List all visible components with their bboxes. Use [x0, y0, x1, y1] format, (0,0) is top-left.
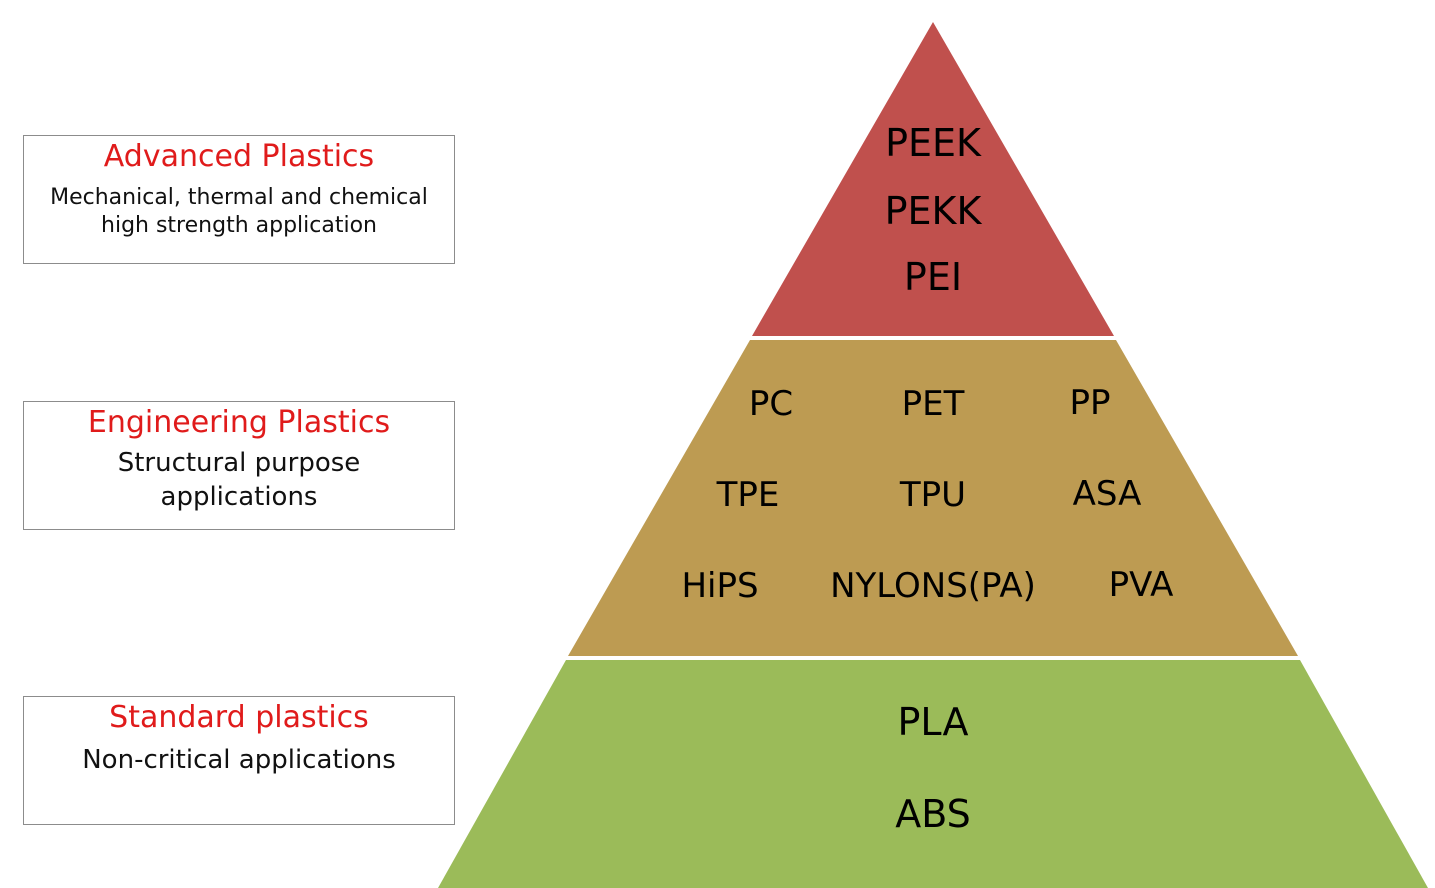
material-label: HiPS — [681, 566, 758, 606]
level-description-engineering-line-2: applications — [160, 482, 318, 512]
material-label: TPU — [899, 475, 966, 515]
level-box-standard: Standard plastics Non-critical applicati… — [23, 696, 455, 825]
level-description-advanced: Mechanical, thermal and chemical high st… — [24, 184, 454, 240]
level-description-advanced-line-1: Mechanical, thermal and chemical — [50, 185, 428, 210]
level-description-standard: Non-critical applications — [24, 743, 454, 777]
material-label: PET — [902, 384, 965, 424]
level-description-engineering: Structural purpose applications — [24, 446, 454, 514]
pyramid-tier-advanced — [752, 22, 1114, 336]
level-box-engineering: Engineering Plastics Structural purpose … — [23, 401, 455, 530]
level-description-advanced-line-2: high strength application — [101, 213, 377, 238]
level-description-standard-line-1: Non-critical applications — [82, 745, 396, 775]
material-label: PC — [749, 384, 793, 424]
level-title-engineering: Engineering Plastics — [87, 405, 391, 440]
pyramid-tier-standard — [438, 660, 1428, 888]
material-label: PLA — [898, 700, 969, 744]
level-description-engineering-line-1: Structural purpose — [117, 448, 361, 478]
material-label: PVA — [1109, 565, 1174, 605]
material-label: ABS — [895, 792, 971, 836]
material-label: NYLONS(PA) — [830, 566, 1036, 606]
material-label: PEEK — [885, 121, 982, 165]
material-label: ASA — [1073, 474, 1142, 514]
level-box-advanced: Advanced Plastics Mechanical, thermal an… — [23, 135, 455, 264]
material-label: PEI — [904, 255, 962, 299]
level-title-advanced: Advanced Plastics — [103, 139, 375, 174]
level-title-standard: Standard plastics — [109, 700, 369, 735]
material-label: PEKK — [885, 189, 983, 233]
material-label: TPE — [716, 475, 780, 515]
pyramid-tier-engineering — [568, 340, 1298, 656]
material-label: PP — [1069, 383, 1110, 423]
